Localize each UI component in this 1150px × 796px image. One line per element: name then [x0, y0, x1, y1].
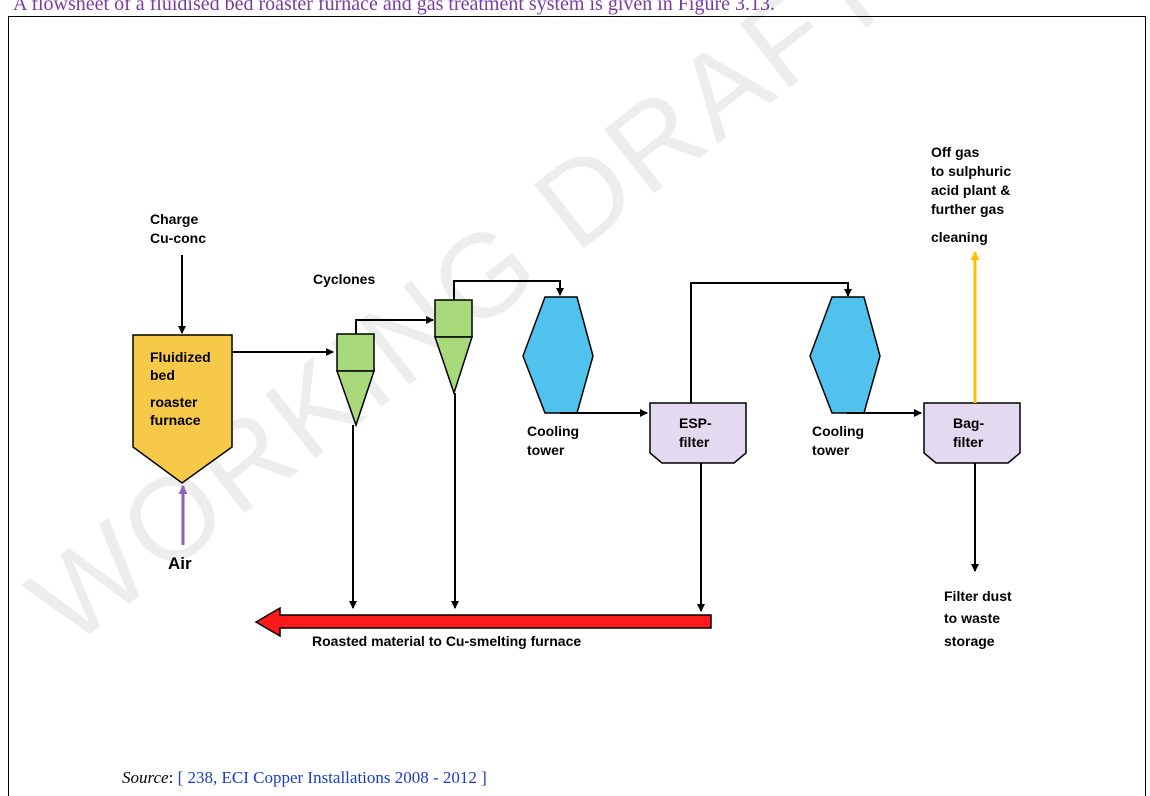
bag-filter [923, 402, 1021, 464]
roaster-furnace [132, 334, 233, 484]
cyclone-1 [335, 333, 376, 428]
air-label: Air [168, 554, 192, 573]
cooling-tower-1-label: Cooling [527, 423, 579, 439]
filter-dust-label-3: storage [944, 633, 995, 649]
filter-dust-label: Filter dust [944, 588, 1012, 604]
esp-filter [649, 402, 747, 464]
filter-dust-label-2: to waste [944, 610, 1000, 626]
cooling-tower-2-label-2: tower [812, 442, 850, 458]
cyclone-2 [433, 299, 474, 396]
cyclones-label: Cyclones [313, 271, 375, 287]
furnace-label-2: bed [150, 367, 175, 383]
esp-filter-label: ESP- [679, 415, 712, 431]
esp-to-tower2-arrow [690, 282, 852, 403]
figure-frame [8, 16, 1146, 796]
offgas-label-3: acid plant & [931, 182, 1010, 198]
esp-filter-label-2: filter [679, 434, 710, 450]
cyclone2-to-tower1-arrow [453, 280, 564, 300]
source-label: Source [122, 768, 169, 787]
bag-filter-label: Bag- [953, 415, 984, 431]
furnace-label: Fluidized [150, 349, 211, 365]
source-citation: Source: [ 238, ECI Copper Installations … [122, 766, 487, 790]
source-reference-link[interactable]: [ 238, ECI Copper Installations 2008 - 2… [177, 768, 487, 787]
furnace-label-3: roaster [150, 394, 198, 410]
cooling-tower-2-label: Cooling [812, 423, 864, 439]
cyclone1-to-cyclone2-arrow [355, 316, 434, 334]
cooling-tower-1-label-2: tower [527, 442, 565, 458]
offgas-label-2: to sulphuric [931, 163, 1011, 179]
furnace-label-4: furnace [150, 412, 201, 428]
source-colon: : [168, 768, 174, 787]
offgas-label: Off gas [931, 144, 979, 160]
cooling-tower-1 [522, 296, 594, 414]
offgas-label-5: cleaning [931, 229, 988, 245]
roasted-material-arrow [254, 606, 712, 638]
intro-text: A flowsheet of a fluidised bed roaster f… [13, 0, 776, 15]
charge-label: Charge [150, 211, 198, 227]
charge-label-2: Cu-conc [150, 230, 206, 246]
offgas-label-4: further gas [931, 201, 1004, 217]
roasted-material-label: Roasted material to Cu-smelting furnace [312, 633, 581, 649]
cooling-tower-2 [809, 296, 881, 414]
bag-filter-label-2: filter [953, 434, 984, 450]
